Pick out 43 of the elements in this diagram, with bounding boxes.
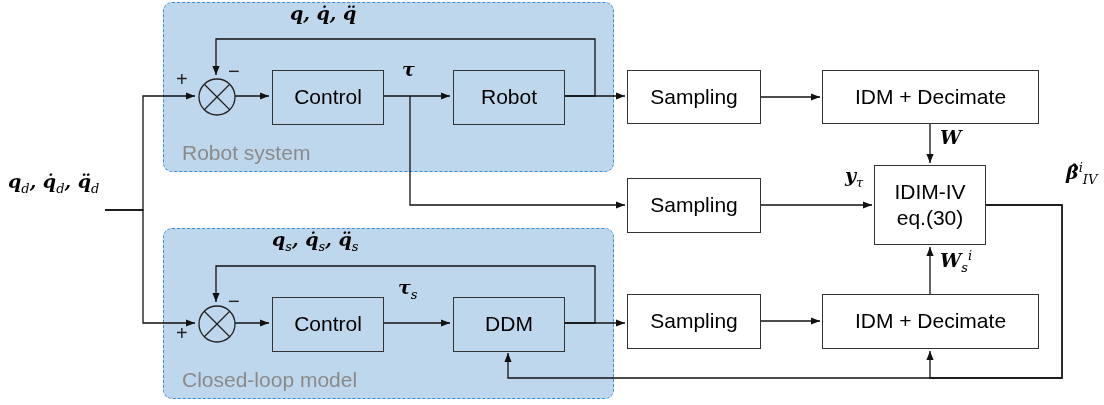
- edge-label: W: [940, 126, 962, 148]
- group-panel: [163, 2, 614, 172]
- group-panel: [163, 228, 614, 399]
- arrow: [382, 319, 451, 327]
- arrow: [409, 95, 626, 209]
- arrow: [212, 265, 596, 324]
- sign-label: −: [228, 290, 240, 313]
- summing-junction: [198, 78, 236, 116]
- sign-label: +: [176, 68, 188, 91]
- edge-label: q, q̇, q̈: [290, 2, 357, 24]
- process-box: Control: [272, 70, 384, 125]
- sign-label: +: [176, 322, 188, 345]
- arrow: [926, 123, 934, 164]
- edge-label: τ$_{s}$: [398, 276, 418, 302]
- edge-label: y$_{τ}$: [845, 164, 864, 190]
- arrow: [926, 246, 934, 295]
- arrow: [563, 92, 626, 100]
- arrow: [234, 92, 270, 100]
- arrow: [926, 204, 1063, 379]
- summing-junction: [198, 305, 236, 343]
- edge-label: τ: [402, 58, 415, 80]
- group-title: Robot system: [182, 141, 311, 165]
- process-box: Sampling: [627, 294, 761, 349]
- arrow: [212, 38, 596, 97]
- arrow: [760, 201, 873, 209]
- group-title: Closed-loop model: [182, 368, 358, 392]
- sign-label: −: [228, 60, 240, 83]
- process-box: IDM + Decimate: [822, 294, 1039, 349]
- arrow: [760, 317, 821, 325]
- process-box: Sampling: [627, 70, 761, 124]
- arrow: [563, 319, 626, 327]
- process-box: DDM: [453, 297, 565, 352]
- process-box: Control: [272, 297, 384, 352]
- signal-label: q$_{d}$, q̇$_{d}$, q̈$_{d}$: [8, 170, 148, 210]
- arrow: [382, 92, 451, 100]
- arrow: [234, 319, 270, 327]
- process-box: Sampling: [627, 178, 761, 233]
- arrow: [760, 93, 821, 101]
- arrow: [104, 209, 196, 327]
- edge-label: q$_{s}$, q̇$_{s}$, q̈$_{s}$: [272, 228, 359, 254]
- process-box: IDM + Decimate: [822, 70, 1039, 124]
- process-box: IDIM-IV eq.(30): [874, 165, 986, 245]
- process-box: Robot: [453, 70, 565, 125]
